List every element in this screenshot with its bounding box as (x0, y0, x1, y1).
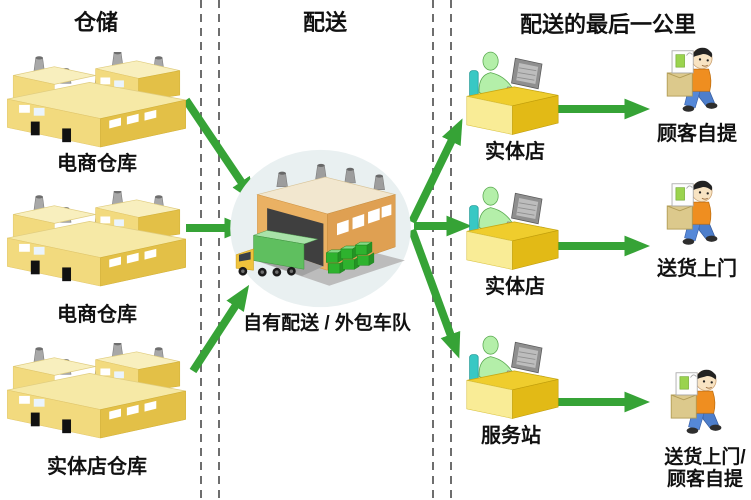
delivery-or-pickup-icon (648, 366, 733, 448)
recipient-label: 送货上门 (657, 258, 737, 280)
header-last-mile: 配送的最后一公里 (519, 12, 697, 37)
recipient-label: 送货上门/ 顾客自提 (664, 447, 745, 491)
customer-pickup-icon (644, 44, 729, 126)
warehouse-label: 电商仓库 (57, 304, 137, 326)
home-delivery-icon (644, 177, 729, 259)
distribution-center-icon (228, 146, 413, 311)
recipient-label-line2: 顾客自提 (666, 469, 743, 490)
service-station-label: 服务站 (481, 425, 541, 447)
service-station-icon (462, 332, 562, 424)
arrow-hub-to-store1 (408, 118, 463, 224)
arrow-warehouse3-to-hub (189, 284, 250, 374)
fleet-label: 自有配送 / 外包车队 (243, 313, 411, 334)
recipient-label-line1: 送货上门/ (664, 447, 746, 468)
warehouse-icon (3, 52, 190, 150)
warehouse-label: 电商仓库 (57, 153, 137, 175)
header-warehousing: 仓储 (73, 10, 119, 35)
arrow-hub-to-servicestation (408, 228, 461, 359)
store-label: 实体店 (485, 276, 545, 298)
store-counter-icon (462, 183, 562, 275)
store-label: 实体店 (485, 141, 545, 163)
warehouse-label: 实体店仓库 (47, 456, 147, 478)
warehouse-icon (3, 191, 190, 289)
store-counter-icon (462, 48, 562, 140)
warehouse-icon (3, 343, 190, 441)
arrow-warehouse1-to-hub (182, 97, 256, 203)
header-distribution: 配送 (302, 10, 348, 35)
recipient-label: 顾客自提 (657, 123, 737, 145)
